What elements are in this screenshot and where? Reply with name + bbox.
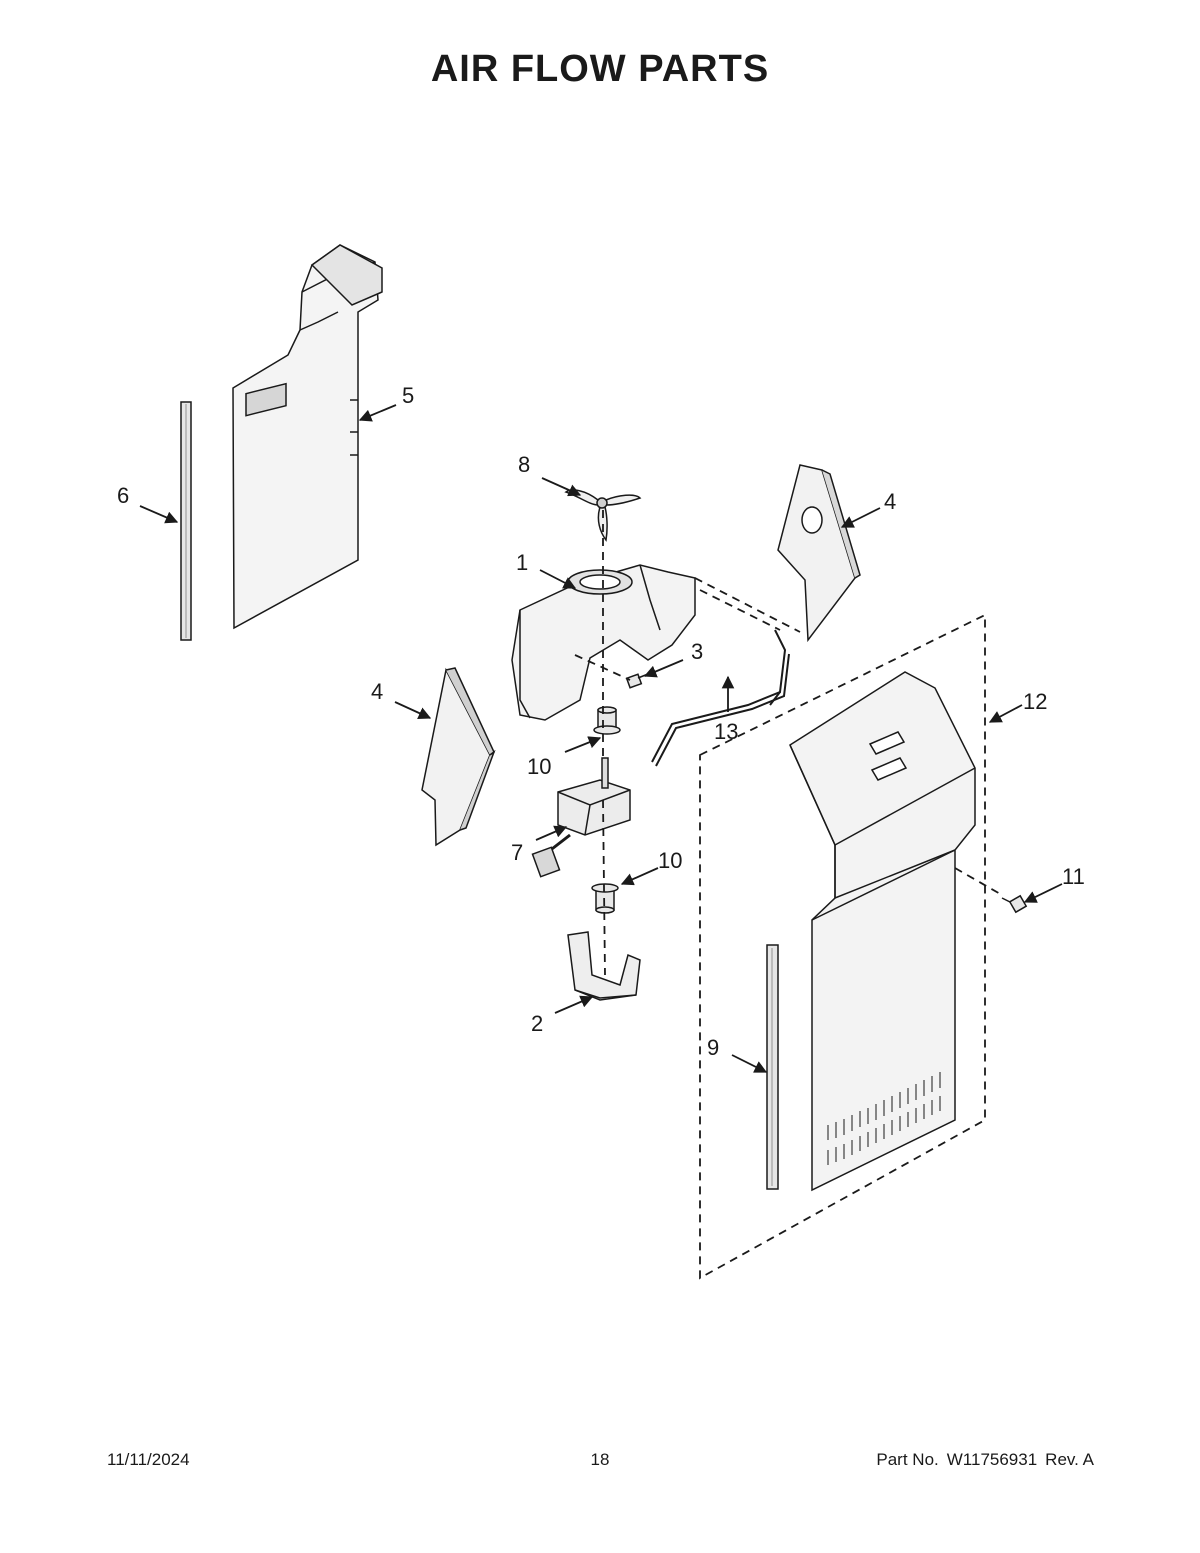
part-10-grommet-lower (591, 883, 619, 914)
callout-4-right: 4 (884, 489, 896, 514)
callout-12: 12 (1023, 689, 1047, 714)
footer-part-number: Part No. W11756931 Rev. A (868, 1450, 1094, 1470)
callout-6: 6 (117, 483, 129, 508)
callout-4-left: 4 (371, 679, 383, 704)
callout-7: 7 (511, 840, 523, 865)
part-3-screw (625, 673, 649, 689)
part-13-wire-bracket (651, 629, 790, 767)
part-7-fan-motor (531, 757, 631, 878)
assembly-lines (574, 510, 1003, 1280)
footer-page-number: 18 (590, 1450, 610, 1469)
part-8-fan-blade (564, 489, 642, 542)
footer-part-value: W11756931 (946, 1450, 1038, 1469)
part-2-motor-bracket (567, 931, 641, 1001)
callout-1: 1 (516, 550, 528, 575)
part-4-baffle-left (421, 667, 496, 847)
callout-8: 8 (518, 452, 530, 477)
callout-10-upper: 10 (527, 754, 551, 779)
page-title: AIR FLOW PARTS (430, 48, 770, 90)
callout-5: 5 (402, 383, 414, 408)
callout-13: 13 (714, 719, 738, 744)
footer-revision: Rev. A (1045, 1450, 1094, 1469)
callout-10-lower: 10 (658, 848, 682, 873)
part-10-grommet-upper (593, 706, 621, 735)
footer-date: 11/11/2024 (107, 1450, 190, 1469)
part-9-foam-strip (766, 944, 779, 1190)
callout-2: 2 (531, 1011, 543, 1036)
part-6-foam-strip (180, 401, 192, 641)
part-11-screw (1001, 894, 1028, 914)
callout-3: 3 (691, 639, 703, 664)
part-4-baffle-right (777, 464, 861, 643)
callout-labels: 1 2 3 4 4 5 6 7 8 9 10 10 11 12 13 (117, 383, 1085, 1060)
part-5-evaporator-cover (232, 244, 383, 630)
callout-9: 9 (707, 1035, 719, 1060)
footer-part-label: Part No. (876, 1450, 939, 1469)
part-12-duct-panel (789, 671, 976, 1192)
callout-arrows (139, 404, 1063, 1073)
callout-11: 11 (1062, 864, 1085, 889)
